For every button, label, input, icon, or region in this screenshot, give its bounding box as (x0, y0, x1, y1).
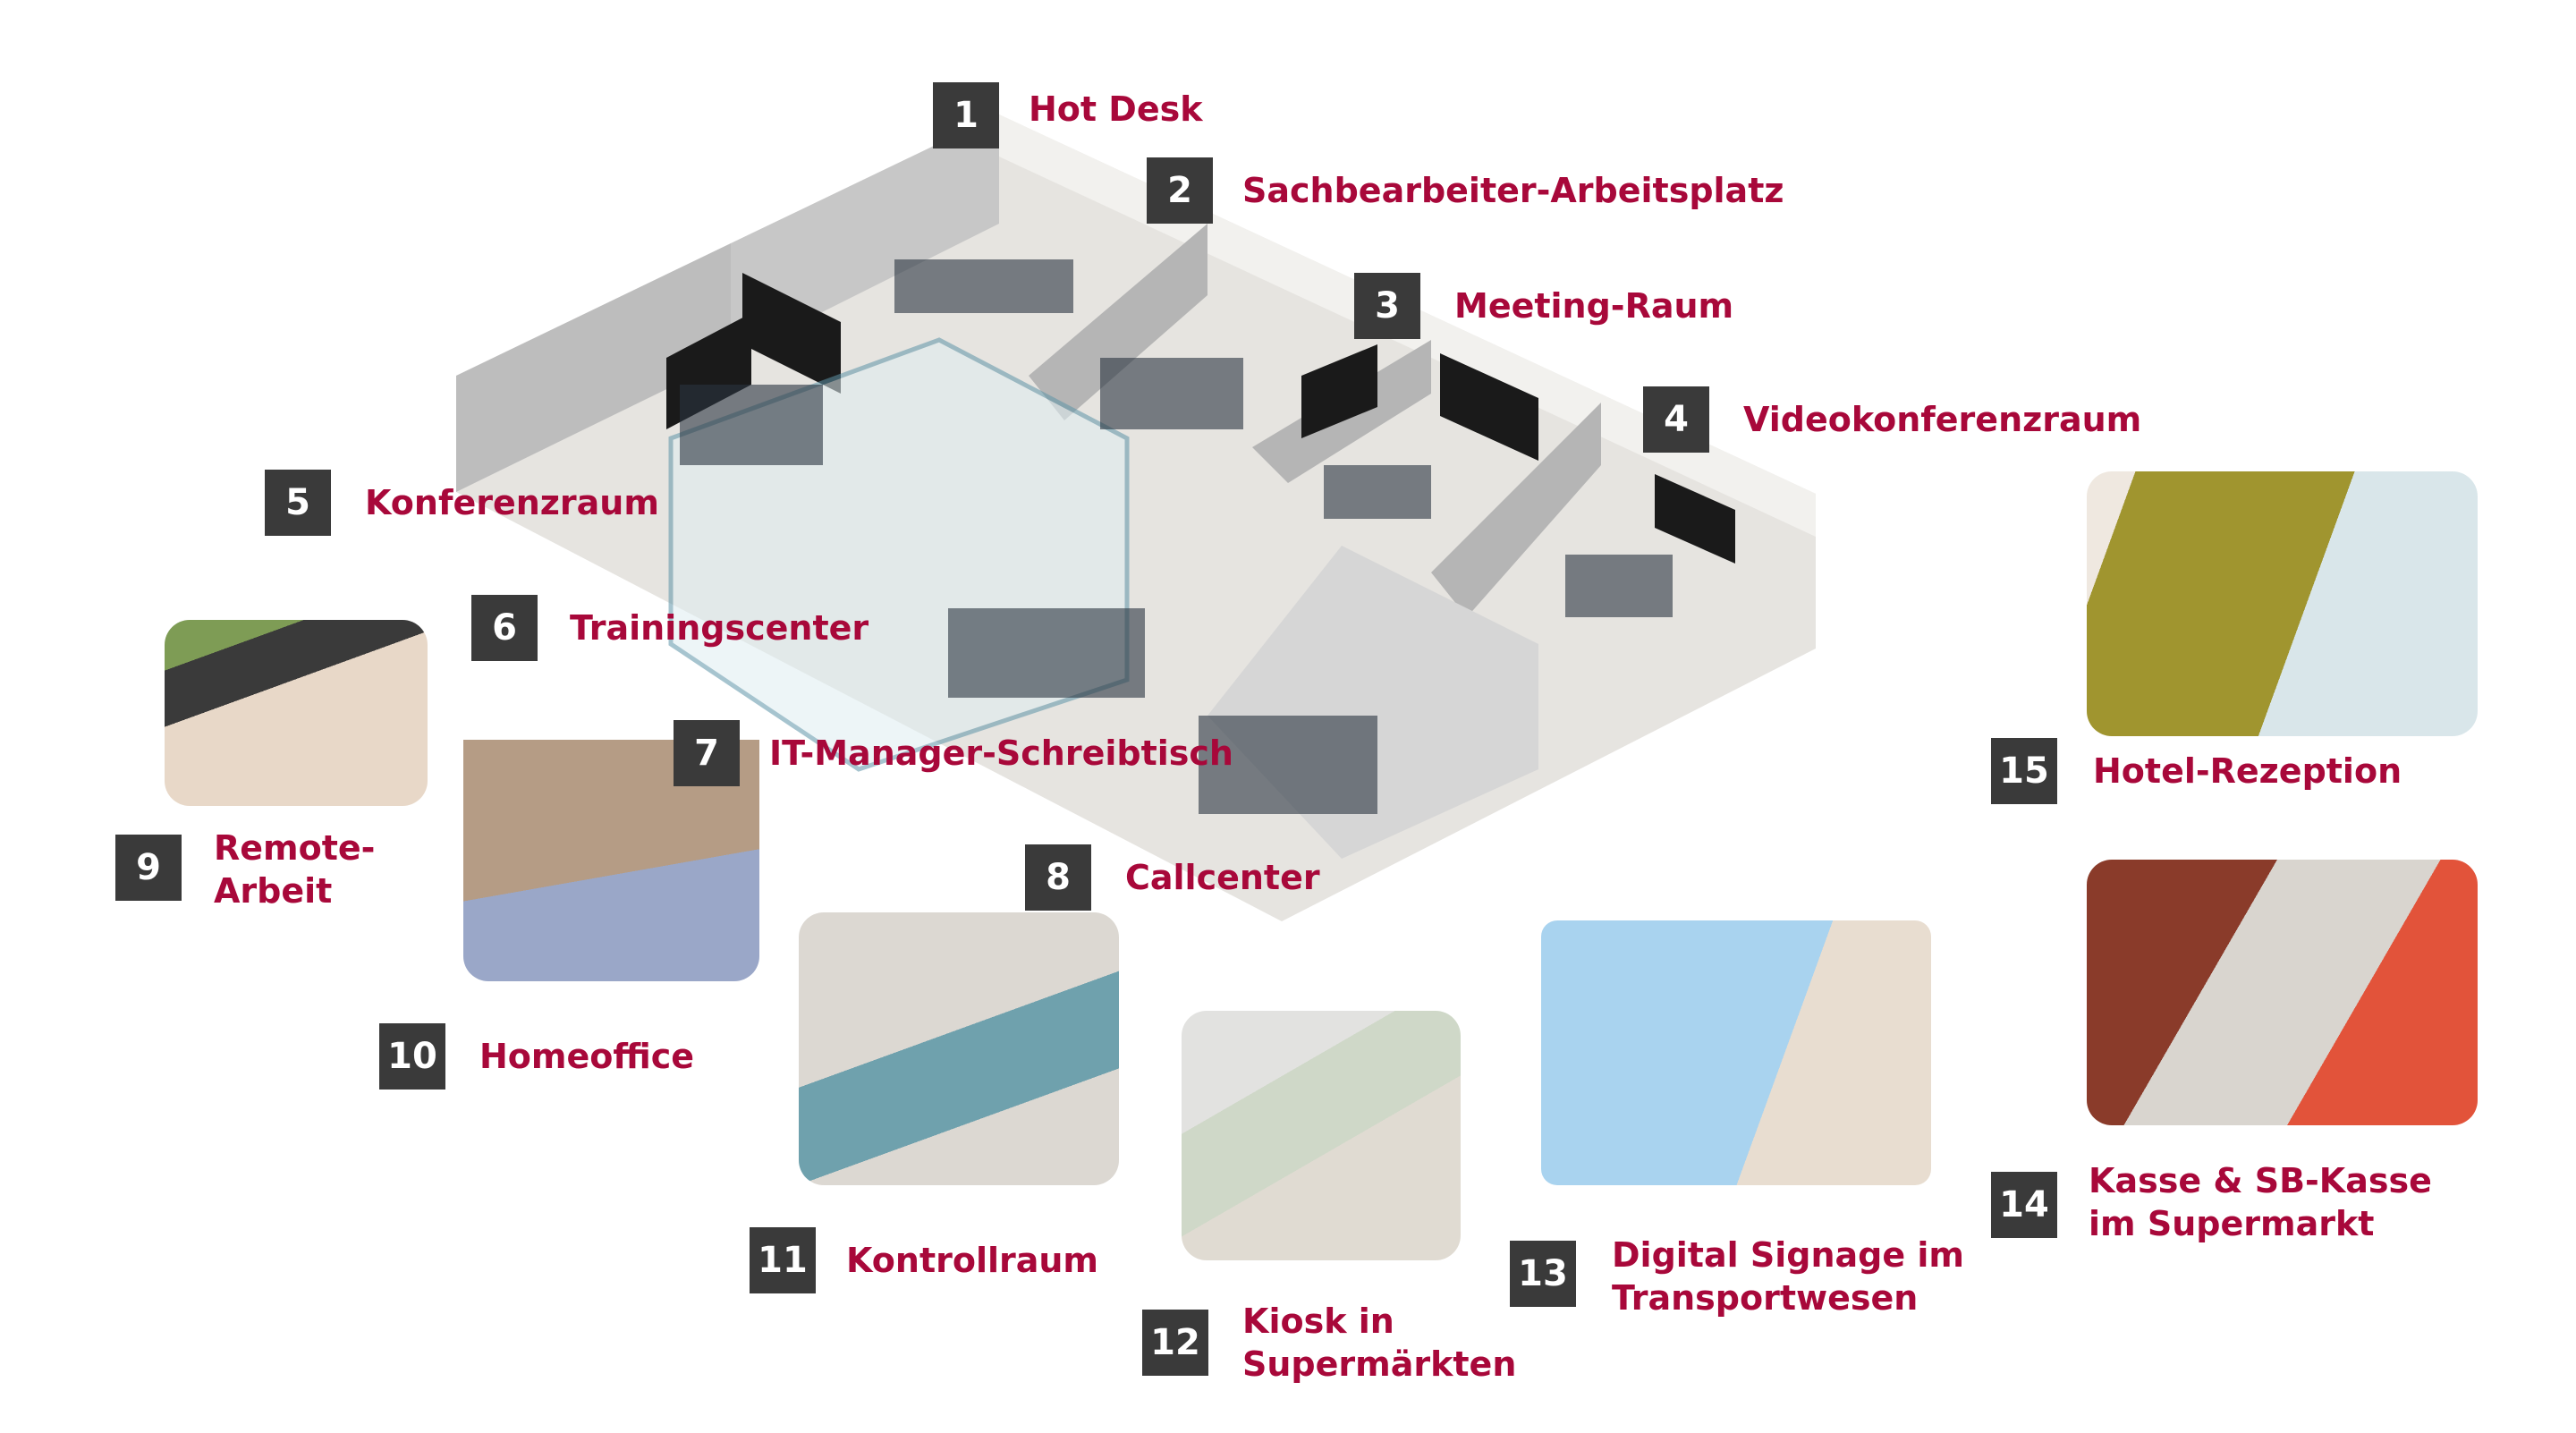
supermarket-checkout-image (2087, 860, 2478, 1125)
badge-5: 5 (265, 470, 331, 536)
badge-14: 14 (1991, 1172, 2057, 1238)
label-callcenter: Callcenter (1125, 858, 1320, 897)
supermarket-kiosk-image (1182, 1011, 1461, 1260)
label-it-manager: IT-Manager-Schreibtisch (769, 733, 1233, 773)
badge-11: 11 (750, 1227, 816, 1293)
label-line: Supermärkten (1242, 1344, 1517, 1384)
badge-7: 7 (674, 720, 740, 786)
badge-4: 4 (1643, 386, 1709, 453)
badge-13: 13 (1510, 1241, 1576, 1307)
label-homeoffice: Homeoffice (479, 1037, 695, 1076)
label-kiosk: Kiosk in Supermärkten (1242, 1300, 1516, 1386)
badge-3: 3 (1354, 273, 1420, 339)
label-kontrollraum: Kontrollraum (846, 1241, 1099, 1280)
label-meeting-raum: Meeting-Raum (1454, 286, 1734, 326)
badge-1: 1 (933, 82, 999, 148)
label-digital-signage: Digital Signage im Transportwesen (1612, 1234, 1964, 1319)
control-room-image (799, 912, 1119, 1185)
label-konferenzraum: Konferenzraum (365, 483, 659, 522)
label-line: Remote- (214, 828, 376, 868)
label-remote-arbeit: Remote- Arbeit (214, 827, 375, 912)
remote-work-image (165, 620, 428, 806)
badge-12: 12 (1142, 1310, 1208, 1376)
label-videokonferenzraum: Videokonferenzraum (1743, 400, 2142, 439)
badge-10: 10 (379, 1023, 445, 1090)
badge-9: 9 (115, 835, 182, 901)
label-line: Kiosk in (1242, 1302, 1394, 1341)
badge-2: 2 (1147, 157, 1213, 224)
transport-digital-signage-image (1541, 920, 1931, 1185)
label-trainingscenter: Trainingscenter (570, 608, 869, 648)
label-line: Transportwesen (1612, 1278, 1919, 1318)
label-hot-desk: Hot Desk (1029, 89, 1203, 129)
badge-8: 8 (1025, 844, 1091, 911)
label-line: Arbeit (214, 871, 333, 911)
badge-6: 6 (471, 595, 538, 661)
badge-15: 15 (1991, 738, 2057, 804)
label-line: Kasse & SB-Kasse (2089, 1161, 2432, 1200)
hotel-reception-image (2087, 471, 2478, 736)
label-hotel-rezeption: Hotel-Rezeption (2093, 751, 2402, 791)
label-kasse: Kasse & SB-Kasse im Supermarkt (2089, 1159, 2432, 1245)
label-line: im Supermarkt (2089, 1204, 2375, 1243)
label-sachbearbeiter: Sachbearbeiter-Arbeitsplatz (1242, 171, 1784, 210)
label-line: Digital Signage im (1612, 1235, 1964, 1275)
